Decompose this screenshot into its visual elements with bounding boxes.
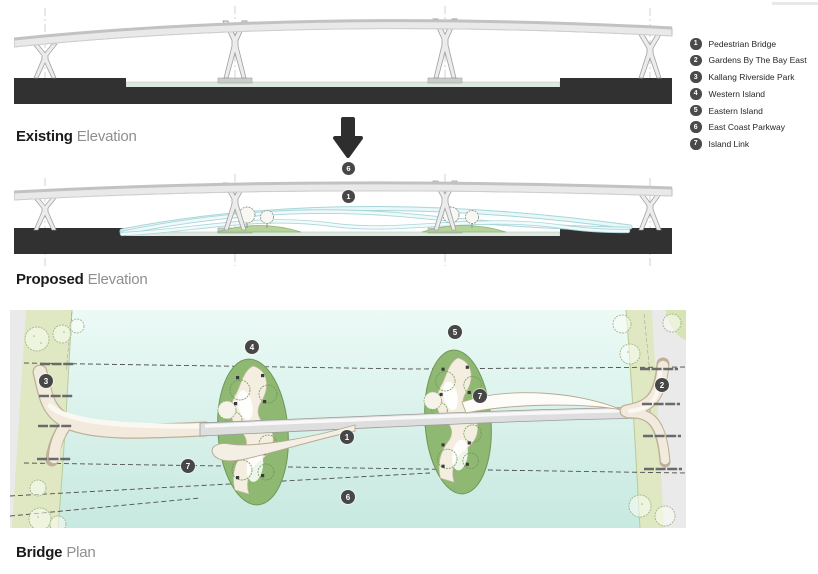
legend-number-badge: 2 (690, 54, 702, 67)
pier-plinth (427, 77, 463, 84)
marker-east-coast-parkway: 6 (342, 162, 355, 175)
marker-number: 5 (452, 327, 458, 337)
existing-elevation-drawing (13, 2, 674, 106)
plan-title-light: Plan (66, 544, 96, 561)
legend-label: Western Island (708, 88, 766, 99)
proposed-title-bold: Proposed (16, 271, 84, 288)
marker-number: 7 (185, 461, 191, 471)
bridge-plan-drawing (9, 309, 687, 533)
marker-number: 2 (659, 380, 665, 390)
corner-box-fragment (772, 2, 818, 35)
marker-pedestrian-bridge: 1 (342, 190, 355, 203)
marker-number: 1 (346, 192, 351, 201)
bridge-deck (13, 19, 673, 48)
legend-label: East Coast Parkway (708, 122, 786, 133)
marker-number: 7 (477, 391, 483, 401)
marker-pedestrian-bridge-plan: 1 (340, 430, 354, 444)
marker-number: 1 (344, 432, 350, 442)
legend-item-island-link: 7 Island Link (690, 138, 807, 150)
marker-island-link-east: 7 (473, 389, 487, 403)
east-coast-parkway-lines (9, 362, 687, 517)
proposed-elevation-svg (13, 174, 673, 266)
legend-label: Pedestrian Bridge (708, 38, 777, 49)
bank-trees (24, 313, 682, 533)
legend-number-badge: 4 (690, 88, 702, 100)
legend-number-badge: 6 (690, 121, 702, 133)
proposed-elevation-drawing (13, 170, 674, 270)
legend-item-gardens-by-the-bay-east: 2 Gardens By The Bay East (690, 54, 807, 67)
legend: 1 Pedestrian Bridge 2 Gardens By The Bay… (690, 38, 807, 155)
existing-title-light: Elevation (76, 128, 137, 145)
marker-number: 6 (345, 492, 351, 502)
trees (238, 206, 479, 228)
marker-number: 3 (43, 376, 49, 386)
down-arrow-icon (332, 116, 364, 160)
legend-item-eastern-island: 5 Eastern Island (690, 104, 807, 117)
existing-elevation-svg (13, 6, 673, 104)
marker-island-link-west: 7 (181, 459, 195, 473)
island-link-paths (211, 392, 623, 462)
legend-item-east-coast-parkway: 6 East Coast Parkway (690, 121, 807, 133)
legend-number-badge: 1 (690, 38, 702, 50)
legend-label: Eastern Island (708, 105, 763, 116)
existing-title-bold: Existing (16, 128, 73, 145)
legend-label: Island Link (708, 138, 750, 149)
legend-item-kallang-riverside-park: 3 Kallang Riverside Park (690, 71, 807, 83)
legend-item-western-island: 4 Western Island (690, 88, 807, 100)
ground (14, 227, 672, 254)
right-approach-path (619, 357, 671, 468)
legend-number-badge: 7 (690, 138, 702, 150)
proposed-title-light: Elevation (87, 271, 148, 288)
marker-kallang-riverside-park: 3 (39, 374, 53, 388)
legend-number-badge: 3 (690, 71, 702, 83)
jetty-piers (37, 362, 682, 471)
plan-title-bold: Bridge (16, 544, 63, 561)
marker-eastern-island: 5 (448, 325, 462, 339)
legend-label: Kallang Riverside Park (708, 72, 795, 83)
bridge-deck (13, 181, 673, 201)
marker-gardens-by-the-bay-east: 2 (655, 378, 669, 392)
bridge-plan-svg (9, 309, 687, 533)
marker-western-island: 4 (245, 340, 259, 354)
landscape-ribbons (119, 205, 633, 237)
pier-plinth (217, 77, 253, 84)
legend-label: Gardens By The Bay East (708, 55, 807, 66)
marker-number: 4 (249, 342, 255, 352)
ground (14, 77, 672, 104)
marker-east-coast-parkway-plan: 6 (341, 490, 355, 504)
legend-item-pedestrian-bridge: 1 Pedestrian Bridge (690, 38, 807, 50)
marker-number: 6 (346, 164, 351, 173)
legend-number-badge: 5 (690, 104, 702, 117)
